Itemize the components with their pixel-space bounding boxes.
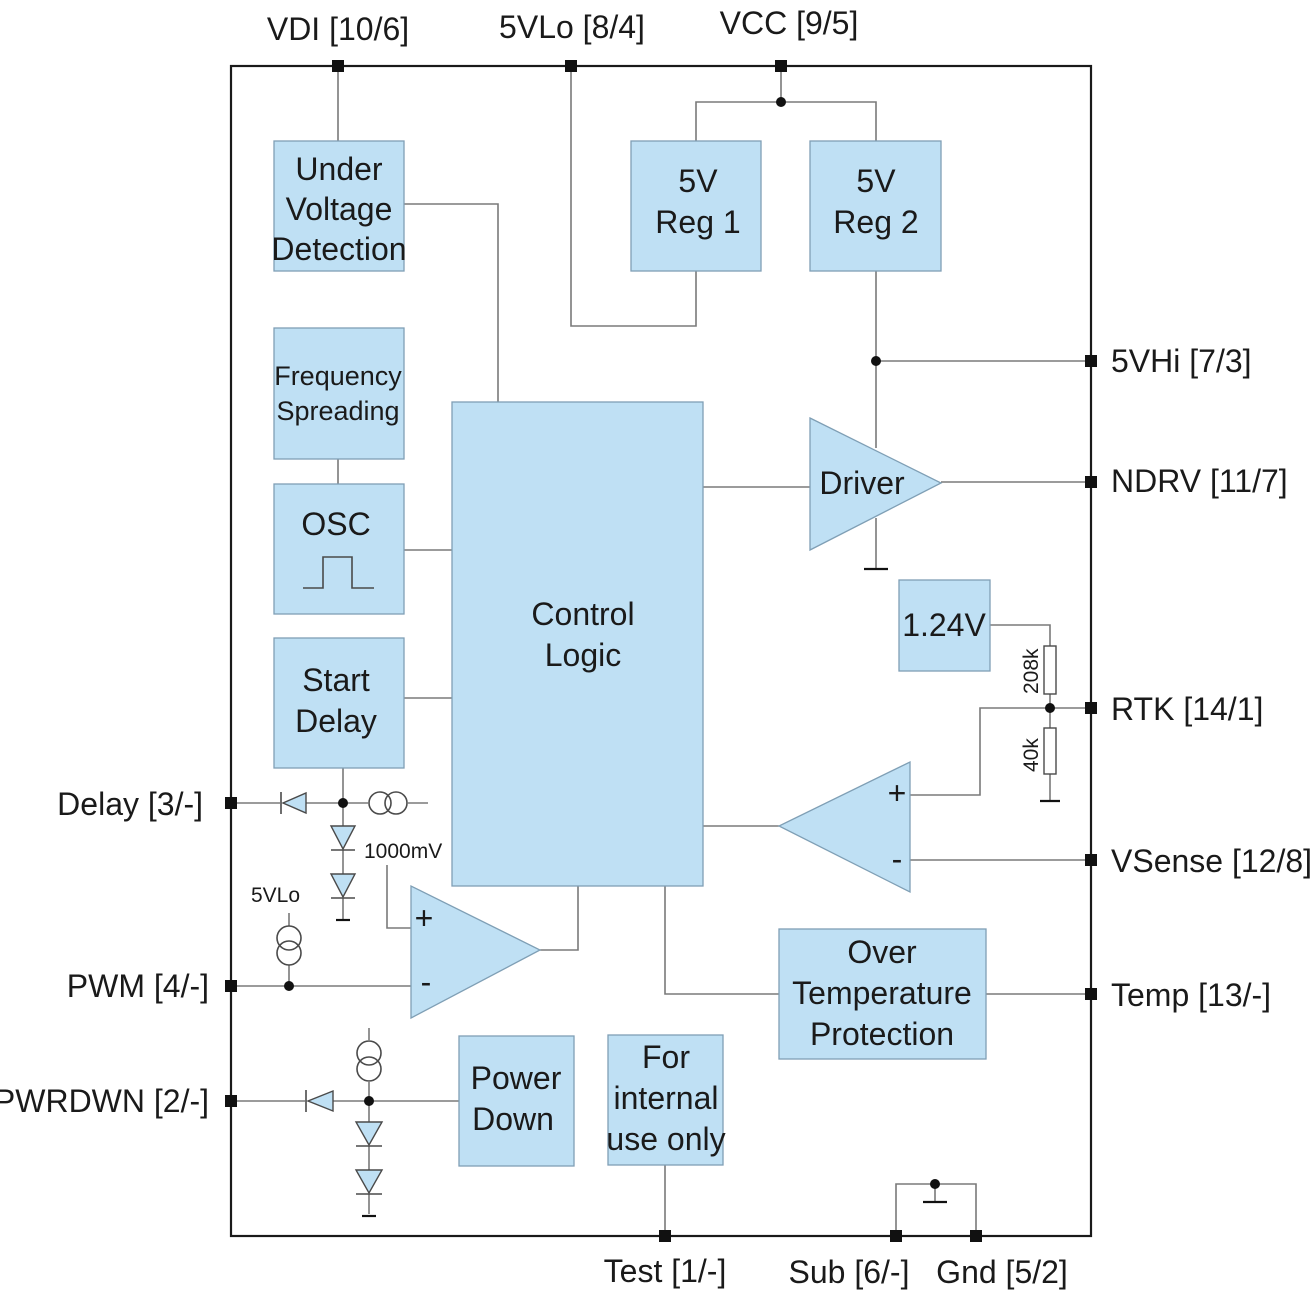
pin-pwrdwn-label: PWRDWN [2/-]	[0, 1083, 209, 1119]
reg1-line-1: 5V	[678, 163, 718, 199]
reg1-block: 5V Reg 1	[630, 140, 762, 272]
junction-dot	[364, 1096, 374, 1106]
pin-ndrv-label: NDRV [11/7]	[1111, 463, 1288, 499]
pin-5vhi-label: 5VHi [7/3]	[1111, 343, 1252, 379]
pwrdwn-zener-2	[354, 1169, 384, 1195]
pin-gnd	[970, 1230, 982, 1242]
osc-label: OSC	[301, 506, 370, 542]
pin-temp-label: Temp [13/-]	[1111, 977, 1271, 1013]
control-line-1: Control	[531, 596, 634, 632]
vsense-comparator-minus: -	[892, 841, 903, 877]
resistor-208k: 208k	[1020, 645, 1057, 695]
otp-line-3: Protection	[810, 1016, 954, 1052]
power-down-block: Power Down	[458, 1035, 575, 1167]
pin-vdi-label: VDI [10/6]	[267, 11, 409, 47]
delay-zener-2	[329, 873, 357, 899]
internal-line-2: internal	[614, 1080, 719, 1116]
junction-dot	[284, 981, 294, 991]
control-logic-block: Control Logic	[451, 401, 704, 887]
pin-vdi	[332, 60, 344, 72]
vref-block: 1.24V	[898, 579, 991, 672]
pwrdwn-diode	[305, 1089, 334, 1113]
reg2-line-1: 5V	[856, 163, 896, 199]
threshold-label: 1000mV	[364, 840, 442, 863]
pin-gnd-label: Gnd [5/2]	[936, 1254, 1068, 1290]
resistor-40k-label: 40k	[1020, 738, 1043, 772]
uvd-line-2: Voltage	[286, 191, 393, 227]
resistor-208k-label: 208k	[1020, 648, 1043, 694]
pwm-comparator-plus: +	[415, 900, 434, 936]
internal-block: For internal use only	[606, 1034, 726, 1166]
pin-test-label: Test [1/-]	[604, 1253, 727, 1289]
pin-vsense	[1085, 854, 1097, 866]
internal-line-1: For	[642, 1039, 690, 1075]
pin-vcc	[775, 60, 787, 72]
vlo-small-label: 5VLo	[251, 884, 300, 907]
pin-test	[659, 1230, 671, 1242]
pwrdwn-current-source-icon	[356, 1040, 382, 1082]
junction-dot	[930, 1179, 940, 1189]
pwrdwn-zener-1	[354, 1121, 384, 1147]
start-delay-block: Start Delay	[273, 637, 405, 769]
pwm-comparator-minus: -	[421, 964, 432, 1000]
resistor-40k: 40k	[1020, 727, 1057, 775]
uvd-line-1: Under	[295, 151, 383, 187]
control-line-2: Logic	[545, 637, 622, 673]
pin-temp	[1085, 988, 1097, 1000]
power-down-line-2: Down	[472, 1101, 554, 1137]
pin-rtk-label: RTK [14/1]	[1111, 691, 1263, 727]
pin-delay-label: Delay [3/-]	[57, 786, 203, 822]
uvd-block: Under Voltage Detection	[271, 140, 407, 272]
driver-label: Driver	[819, 465, 905, 501]
vsense-comparator: + -	[777, 760, 911, 894]
pin-5vhi	[1085, 355, 1097, 367]
junction-dot	[871, 356, 881, 366]
start-delay-line-2: Delay	[295, 703, 377, 739]
junction-dot	[776, 97, 786, 107]
pwm-comparator: + -	[410, 884, 542, 1020]
pin-sub-label: Sub [6/-]	[789, 1254, 910, 1290]
delay-zener-1	[329, 825, 357, 851]
pin-rtk	[1085, 702, 1097, 714]
square-wave-icon	[303, 556, 374, 589]
pin-vcc-label: VCC [9/5]	[720, 5, 859, 41]
otp-line-2: Temperature	[792, 975, 972, 1011]
vsense-comparator-plus: +	[888, 775, 907, 811]
reg2-line-2: Reg 2	[833, 204, 918, 240]
freq-line-1: Frequency	[274, 361, 402, 391]
pin-sub	[890, 1230, 902, 1242]
reg1-line-2: Reg 1	[655, 204, 740, 240]
reg2-block: 5V Reg 2	[809, 140, 942, 272]
internal-line-3: use only	[606, 1121, 725, 1157]
pin-5vlo-label: 5VLo [8/4]	[499, 9, 645, 45]
pin-5vlo	[565, 60, 577, 72]
pin-pwm-label: PWM [4/-]	[67, 968, 209, 1004]
otp-line-1: Over	[847, 934, 917, 970]
pin-vsense-label: VSense [12/8]	[1111, 843, 1312, 879]
start-delay-line-1: Start	[302, 662, 370, 698]
pin-pwrdwn	[225, 1095, 237, 1107]
vref-label: 1.24V	[902, 607, 986, 643]
otp-block: Over Temperature Protection	[778, 928, 987, 1060]
freq-block: Frequency Spreading	[273, 327, 405, 460]
junction-dot	[1045, 703, 1055, 713]
driver-block: Driver	[809, 416, 943, 552]
freq-line-2: Spreading	[276, 396, 399, 426]
pin-pwm	[225, 980, 237, 992]
pwm-current-source-icon	[276, 925, 302, 966]
delay-diode	[280, 791, 307, 815]
junction-dot	[338, 798, 348, 808]
uvd-line-3: Detection	[271, 231, 406, 267]
osc-block: OSC	[273, 483, 405, 615]
wires	[230, 66, 1091, 1236]
pin-markers	[225, 60, 1097, 1242]
pin-delay	[225, 797, 237, 809]
delay-current-source-icon	[368, 791, 408, 815]
power-down-line-1: Power	[471, 1060, 562, 1096]
pin-ndrv	[1085, 476, 1097, 488]
